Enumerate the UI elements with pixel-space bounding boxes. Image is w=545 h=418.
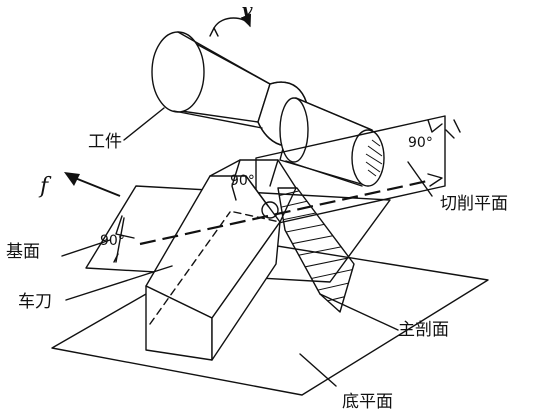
tool-leader [65,265,173,301]
rotation-arrow [213,13,252,29]
base-plane-leader [61,239,111,257]
workpiece-cylinder [151,31,385,187]
feed-arrow [69,175,121,197]
tool-label: 车刀 [18,292,52,312]
right-angle-label: 90° [408,135,433,151]
cutting-plane-leader [407,161,433,197]
main-section-leader [319,293,399,331]
turning-tool [145,159,297,361]
main-section-plane [277,187,355,313]
feed-direction-line [139,178,433,246]
workpiece-label: 工件 [88,132,122,152]
workpiece-leader [123,107,165,141]
top-angle-label: 90° [230,173,255,189]
feed-symbol: f [40,174,49,199]
tool-tip-marker [261,201,279,219]
velocity-symbol: v [242,0,253,21]
bottom-plane-label: 底平面 [342,392,393,412]
left-angle-label: 90° [100,233,125,249]
cutting-plane-label: 切削平面 [440,194,508,214]
base-plane-label: 基面 [6,242,40,262]
bottom-plane-leader [299,353,337,387]
main-section-label: 主剖面 [398,320,449,340]
